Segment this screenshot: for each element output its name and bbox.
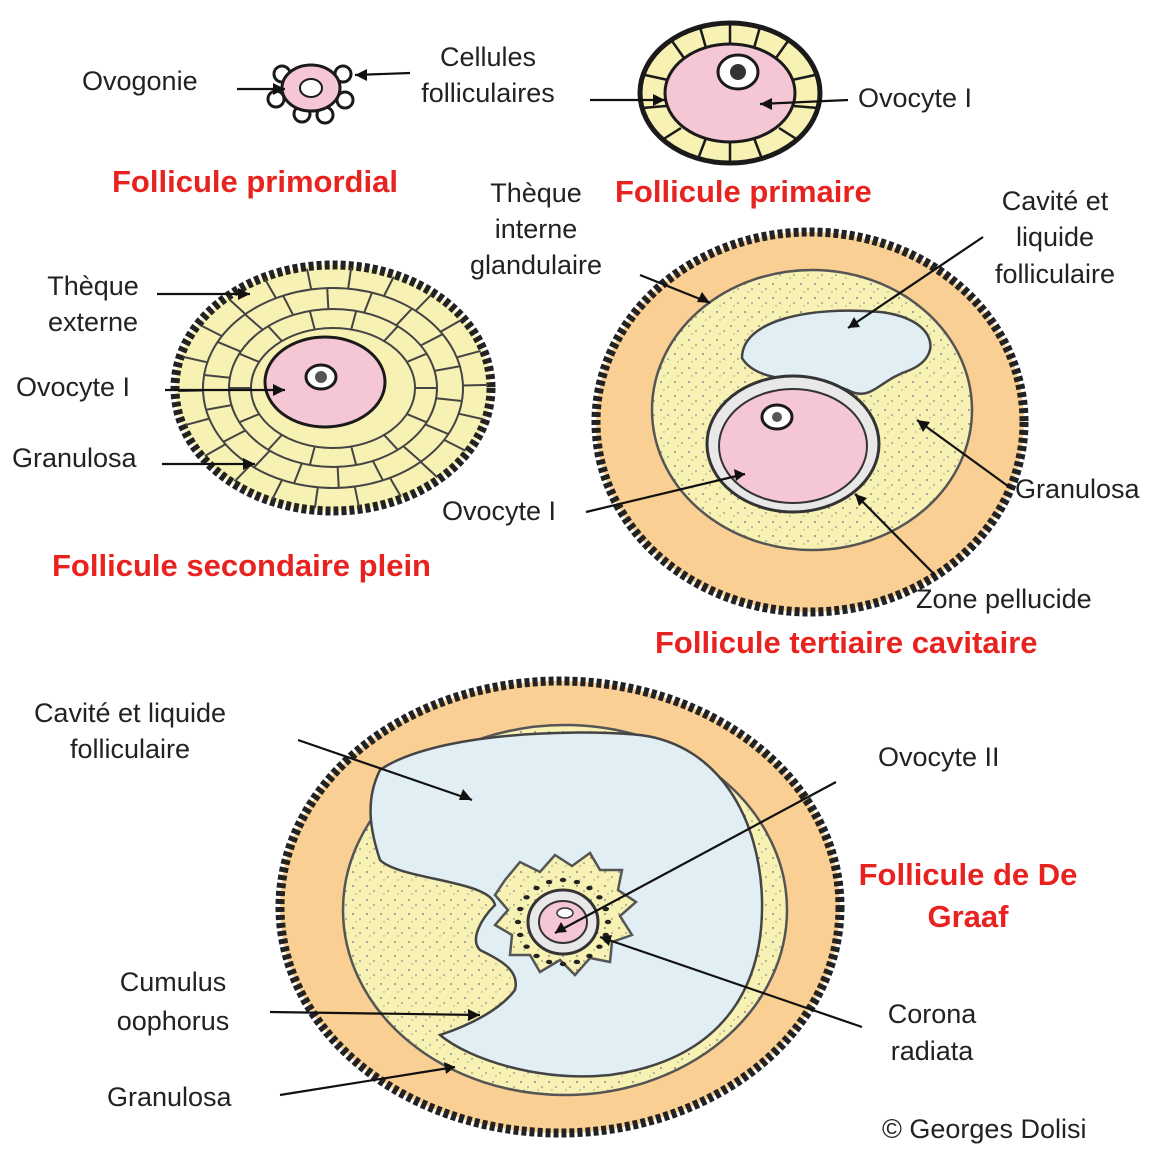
corona-cell — [523, 944, 529, 948]
label-graaf-granulosa: Granulosa — [107, 1082, 233, 1112]
title-primordial: Follicule primordial — [112, 164, 398, 199]
label-cellules-line2: folliculaires — [421, 78, 555, 108]
corona-cell — [515, 920, 521, 924]
graaf-oocyte — [539, 901, 587, 943]
corona-cell — [586, 954, 592, 958]
label-graaf-ovocyte: Ovocyte II — [878, 742, 1000, 772]
title-primaire: Follicule primaire — [615, 174, 872, 209]
label-corona-line1: Corona — [888, 999, 978, 1029]
label-theque-interne-line3: glandulaire — [470, 250, 602, 280]
primary-follicle — [640, 23, 820, 163]
label-tertiary-granulosa: Granulosa — [1015, 474, 1141, 504]
title-graaf-line1: Follicule de De — [859, 857, 1078, 892]
secondary-nucleolus — [315, 371, 327, 383]
corona-cell — [596, 895, 602, 899]
label-graaf-cavite-line2: folliculaire — [70, 734, 190, 764]
label-cumulus-line1: Cumulus — [120, 967, 227, 997]
secondary-cell-wall — [327, 288, 328, 309]
label-secondary-ovocyte: Ovocyte I — [16, 372, 130, 402]
label-theque-interne-line1: Thèque — [490, 178, 582, 208]
corona-cell — [546, 960, 552, 964]
graaf-nucleus — [557, 908, 573, 918]
corona-cell — [523, 895, 529, 899]
label-corona-line2: radiata — [891, 1036, 975, 1066]
title-graaf-line2: Graaf — [928, 899, 1010, 934]
credit: © Georges Dolisi — [882, 1114, 1086, 1144]
corona-cell — [560, 962, 566, 966]
corona-cell — [517, 907, 523, 911]
corona-cell — [596, 944, 602, 948]
label-tertiary-cavite-line3: folliculaire — [995, 259, 1115, 289]
corona-cell — [560, 878, 566, 882]
secondary-follicle — [175, 265, 491, 511]
label-secondary-granulosa: Granulosa — [12, 443, 138, 473]
secondary-cell-wall — [463, 385, 488, 386]
corona-cell — [574, 960, 580, 964]
corona-cell — [574, 880, 580, 884]
tertiary-nucleolus — [772, 412, 782, 422]
label-zone-pellucide: Zone pellucide — [916, 584, 1092, 614]
label-theque-externe-line2: externe — [48, 307, 138, 337]
label-cellules-line1: Cellules — [440, 42, 536, 72]
corona-cell — [586, 886, 592, 890]
title-tertiaire: Follicule tertiaire cavitaire — [655, 625, 1038, 660]
graafian-follicle — [280, 681, 840, 1133]
label-theque-interne-line2: interne — [495, 214, 578, 244]
corona-cell — [605, 920, 611, 924]
label-tertiary-ovocyte: Ovocyte I — [442, 496, 556, 526]
corona-cell — [546, 880, 552, 884]
title-secondaire: Follicule secondaire plein — [52, 548, 431, 583]
corona-cell — [533, 954, 539, 958]
label-cumulus-line2: oophorus — [117, 1006, 230, 1036]
label-primary-ovocyte: Ovocyte I — [858, 83, 972, 113]
label-graaf-cavite-line1: Cavité et liquide — [34, 698, 226, 728]
corona-cell — [517, 933, 523, 937]
label-ovogonie: Ovogonie — [82, 66, 198, 96]
tertiary-follicle — [596, 232, 1024, 612]
secondary-cell-wall — [338, 467, 339, 488]
primary-nucleolus — [730, 64, 746, 80]
corona-cell — [533, 886, 539, 890]
label-tertiary-cavite-line1: Cavité et — [1002, 186, 1109, 216]
label-theque-externe-line1: Thèque — [47, 271, 139, 301]
primordial-follicle — [268, 65, 353, 123]
label-tertiary-cavite-line2: liquide — [1016, 222, 1094, 252]
tertiary-oocyte — [719, 389, 867, 503]
primordial-nucleus — [300, 79, 322, 97]
